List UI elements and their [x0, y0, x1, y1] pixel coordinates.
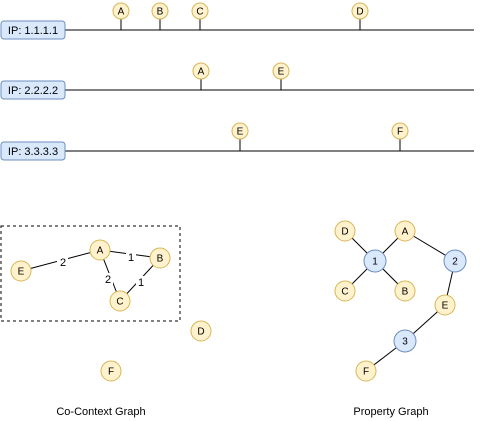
prop-node-2-label: 2	[452, 257, 458, 268]
prop-node-c-label: C	[341, 287, 348, 298]
prop-node-3: 3	[393, 329, 417, 353]
prop-node-f: F	[355, 360, 377, 382]
co-context-graph: 2 1 2 1 E A B C D F Co-Contex	[0, 225, 212, 418]
timeline-1-event-a: A	[112, 2, 130, 30]
co-node-e-label: E	[18, 267, 25, 278]
co-context-boundary	[0, 225, 181, 322]
timeline-3-event-f-label: F	[397, 127, 403, 138]
timeline-2-event-a: A	[192, 62, 210, 90]
timeline-3-ip-box	[0, 141, 66, 161]
timeline-3-event-f: F	[391, 122, 409, 151]
co-node-f-label: F	[108, 367, 114, 378]
co-node-b: B	[149, 247, 171, 269]
edge-e-a-weight: 2	[60, 257, 66, 269]
prop-node-c: C	[334, 280, 356, 302]
prop-node-1-label: 1	[372, 257, 378, 268]
timeline-3-event-e-label: E	[237, 127, 244, 138]
timeline-1-ip-box	[0, 20, 66, 40]
timeline-1-event-d: D	[351, 2, 369, 30]
co-node-f: F	[100, 360, 122, 382]
timeline-1-event-c-label: C	[196, 7, 203, 18]
prop-node-a-label: A	[402, 227, 409, 238]
timeline-1: IP: 1.1.1.1 A B C D	[0, 2, 474, 40]
co-node-b-label: B	[157, 254, 164, 265]
prop-node-d: D	[334, 220, 356, 242]
co-node-a: A	[89, 239, 111, 261]
timeline-2-event-e-label: E	[278, 67, 285, 78]
prop-node-1: 1	[363, 249, 387, 273]
timeline-2-event-e: E	[272, 62, 290, 90]
timeline-1-event-a-label: A	[118, 7, 125, 18]
co-node-d-label: D	[197, 327, 204, 338]
property-graph: D A 1 C B 2 E 3	[334, 220, 467, 418]
prop-node-3-label: 3	[402, 337, 408, 348]
co-node-d: D	[190, 320, 212, 342]
timeline-1-event-b-label: B	[157, 7, 164, 18]
co-context-caption: Co-Context Graph	[56, 406, 145, 418]
timeline-2-ip-box	[0, 80, 66, 100]
prop-node-b-label: B	[402, 287, 409, 298]
timeline-3-ip-label: IP: 3.3.3.3	[8, 146, 58, 158]
co-node-c-label: C	[116, 297, 123, 308]
timeline-1-event-c: C	[191, 2, 209, 30]
timeline-1-event-b: B	[151, 2, 169, 30]
prop-node-2: 2	[443, 249, 467, 273]
timeline-3: IP: 3.3.3.3 E F	[0, 122, 474, 161]
prop-node-b: B	[394, 280, 416, 302]
timeline-1-ip-label: IP: 1.1.1.1	[8, 25, 58, 37]
prop-node-a: A	[394, 220, 416, 242]
timeline-1-event-d-label: D	[356, 7, 363, 18]
prop-node-e: E	[434, 294, 456, 316]
prop-node-f-label: F	[363, 367, 369, 378]
edge-b-c-weight: 1	[138, 277, 144, 289]
property-graph-caption: Property Graph	[353, 406, 428, 418]
co-node-a-label: A	[97, 246, 104, 257]
co-node-c: C	[109, 290, 131, 312]
timeline-2-event-a-label: A	[198, 67, 205, 78]
prop-node-d-label: D	[341, 227, 348, 238]
co-node-e: E	[10, 260, 32, 282]
edge-a-b-weight: 1	[128, 252, 134, 264]
timeline-2-ip-label: IP: 2.2.2.2	[8, 85, 58, 97]
timeline-3-event-e: E	[231, 122, 249, 151]
edge-a-c-weight: 2	[105, 274, 111, 286]
prop-node-e-label: E	[442, 301, 449, 312]
timeline-2: IP: 2.2.2.2 A E	[0, 62, 474, 100]
